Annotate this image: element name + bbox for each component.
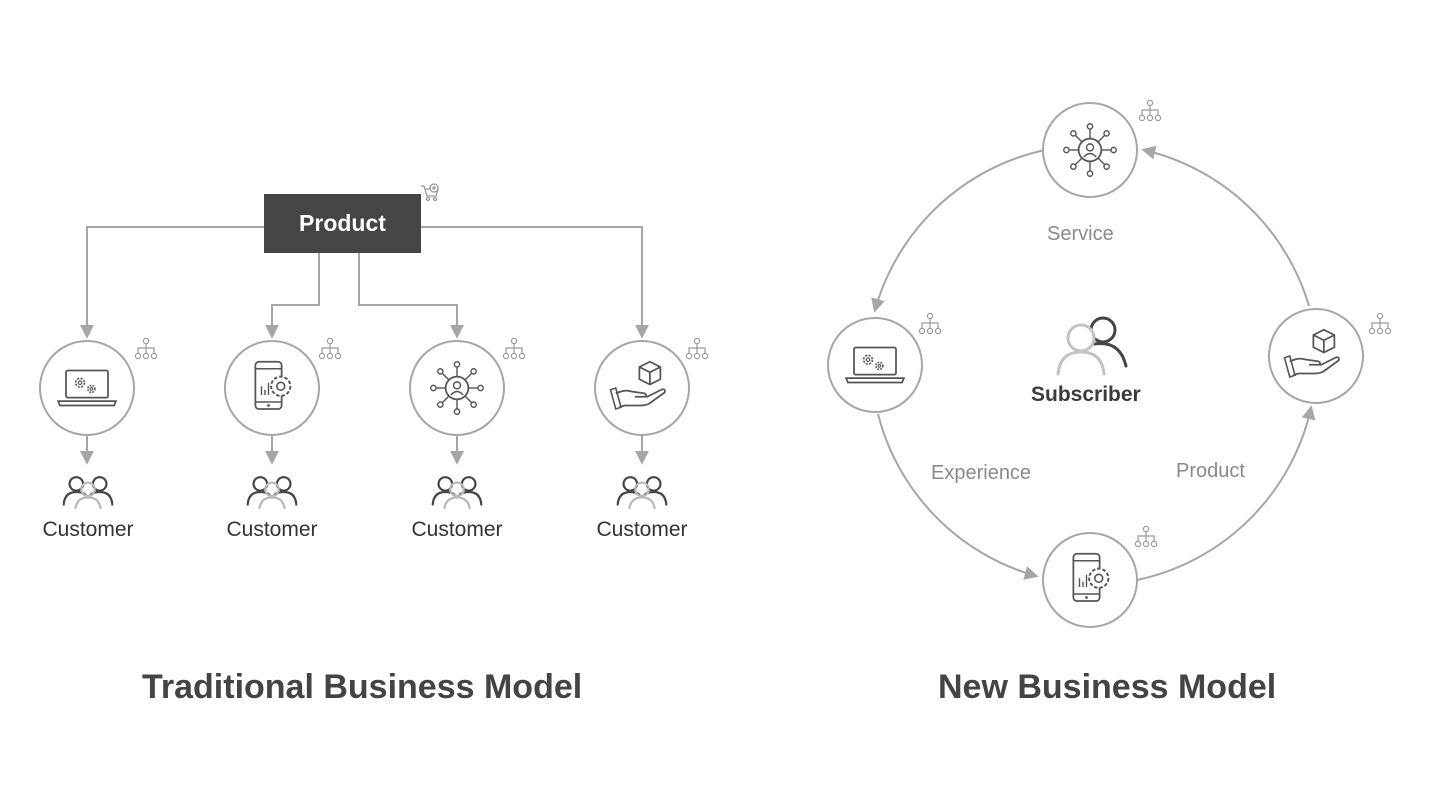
product-cycle-label: Product [1176, 460, 1245, 482]
arc-product-to-service [1141, 145, 1310, 307]
arc-service-to-experience [871, 149, 1046, 313]
org-chart-icon [318, 337, 342, 360]
customer-group-icon [431, 476, 483, 510]
traditional-node-4 [594, 337, 709, 436]
cycle-node-device [1042, 525, 1158, 628]
arc-device-to-product [1136, 405, 1316, 581]
customer-group-icon [62, 476, 114, 510]
shopping-cart-icon [421, 183, 439, 202]
customer-label-4: Customer [596, 518, 688, 541]
subscriber-icon [1056, 316, 1128, 376]
connector-customer-4 [421, 226, 649, 339]
connector-customer-3 [358, 253, 464, 339]
org-chart-icon [1138, 99, 1162, 122]
arc-experience-to-device [877, 413, 1039, 580]
traditional-connectors [80, 226, 649, 465]
cycle-node-experience [827, 312, 942, 413]
subscriber-label: Subscriber [1031, 383, 1141, 406]
traditional-node-3 [409, 337, 526, 436]
org-chart-icon [502, 337, 526, 360]
new-model-title: New Business Model [938, 668, 1277, 706]
experience-label: Experience [931, 462, 1032, 484]
product-box: Product [264, 194, 421, 253]
cycle-arcs [871, 145, 1316, 581]
traditional-node-1 [39, 337, 158, 436]
traditional-model-title: Traditional Business Model [142, 668, 583, 706]
org-chart-icon [685, 337, 709, 360]
org-chart-icon [918, 312, 942, 335]
connector-customer-1 [80, 226, 264, 339]
customer-label-2: Customer [226, 518, 318, 541]
customer-label-3: Customer [411, 518, 503, 541]
cycle-node-product [1268, 308, 1392, 404]
org-chart-icon [134, 337, 158, 360]
customer-group-icon [246, 476, 298, 510]
customer-label-1: Customer [42, 518, 134, 541]
cycle-node-service [1042, 99, 1162, 198]
service-label: Service [1047, 223, 1114, 245]
org-chart-icon [1368, 312, 1392, 335]
connector-customer-2 [265, 253, 320, 339]
traditional-node-2 [224, 337, 342, 436]
customer-group-icon [616, 476, 668, 510]
org-chart-icon [1134, 525, 1158, 548]
